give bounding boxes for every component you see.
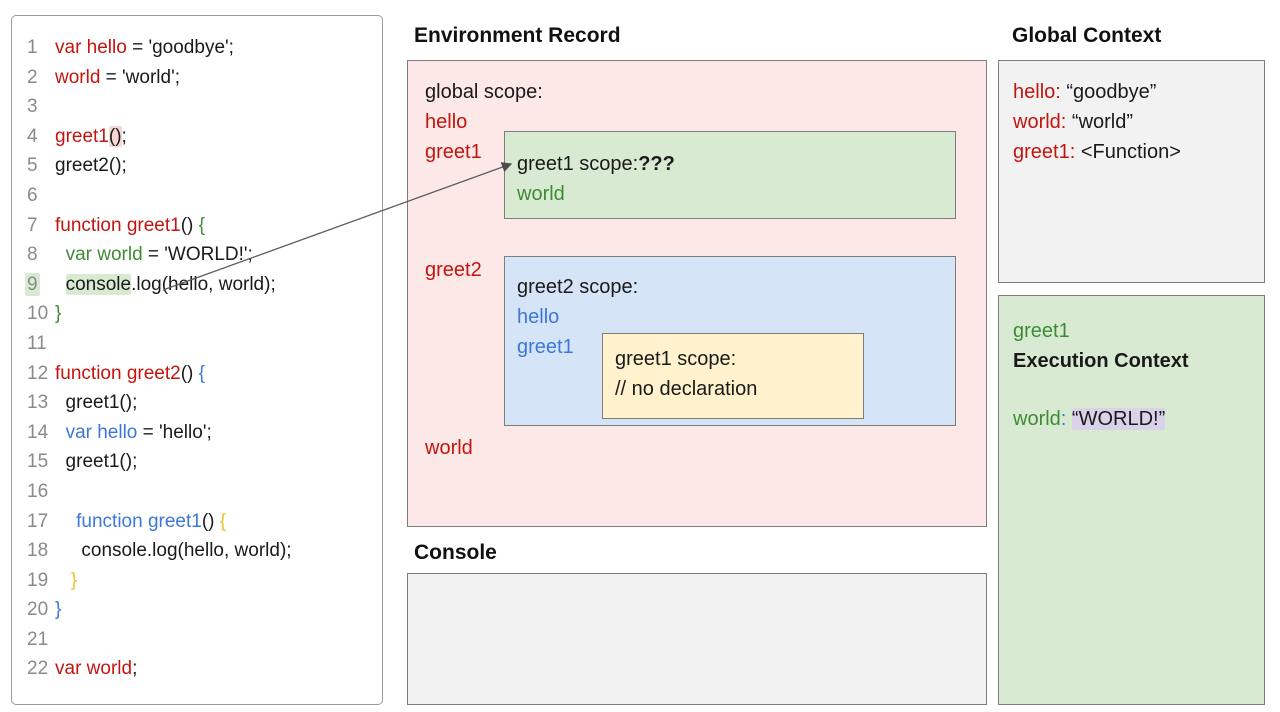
nested-greet1-scope-comment: // no declaration	[615, 378, 758, 400]
environment-record-box: global scope: hello greet1 greet2 world …	[407, 60, 987, 527]
line-number: 22	[27, 658, 49, 680]
execution-context-box: greet1 Execution Context world: “WORLD!”	[998, 295, 1265, 705]
code-line-22: 22 var world;	[25, 654, 382, 684]
line-number: 14	[27, 421, 49, 443]
code-text: }	[70, 569, 78, 591]
env-var-world: world	[425, 437, 473, 459]
code-line-8: 8 var world = 'WORLD!';	[25, 240, 382, 270]
code-line-20: 20}	[25, 595, 382, 625]
line-number: 16	[27, 480, 49, 502]
code-line-7: 7 function greet1() {	[25, 211, 382, 241]
line-number: 9	[25, 272, 40, 296]
code-line-11: 11	[25, 329, 382, 359]
code-text: function greet2() {	[55, 362, 205, 384]
line-number: 10	[27, 303, 49, 325]
line-number: 21	[27, 628, 49, 650]
code-line-10: 10}	[25, 299, 382, 329]
code-line-9: 9 console.log(hello, world);	[25, 270, 382, 300]
code-text: console.log(hello, world);	[65, 273, 276, 295]
nested-greet1-scope-title: greet1 scope:	[615, 348, 737, 370]
code-line-13: 13 greet1();	[25, 388, 382, 418]
code-editor-panel: 1 var hello = 'goodbye'; 2 world = 'world';…	[11, 15, 383, 705]
line-number: 18	[27, 540, 49, 562]
line-number: 12	[27, 362, 49, 384]
nested-greet1-scope-box: greet1 scope: // no declaration	[602, 333, 864, 419]
code-lines: 1 var hello = 'goodbye'; 2 world = 'world';…	[12, 16, 382, 684]
code-line-3: 3	[25, 92, 382, 122]
code-text: }	[55, 303, 62, 325]
greet2-scope-box: greet2 scope: hello greet1 greet1 scope:…	[504, 256, 956, 426]
code-line-12: 12 function greet2() {	[25, 359, 382, 389]
greet2-scope-var-greet1: greet1	[517, 336, 574, 358]
line-number: 19	[27, 569, 49, 591]
line-number: 20	[27, 599, 49, 621]
execution-context-title: Execution Context	[1013, 350, 1189, 372]
global-context-greet1: greet1: <Function>	[1013, 141, 1181, 163]
line-number: 4	[27, 125, 38, 147]
line-number: 8	[27, 244, 38, 266]
global-context-box: hello: “goodbye” world: “world” greet1: …	[998, 60, 1265, 283]
code-text: greet2();	[55, 155, 127, 177]
code-line-17: 17 function greet1() {	[25, 507, 382, 537]
code-text: var hello = 'goodbye';	[55, 37, 234, 58]
execution-context-world: world: “WORLD!”	[1013, 408, 1166, 430]
global-context-hello: hello: “goodbye”	[1013, 81, 1157, 103]
global-context-heading: Global Context	[1012, 24, 1162, 47]
code-line-21: 21	[25, 625, 382, 655]
code-line-18: 18 console.log(hello, world);	[25, 536, 382, 566]
line-number: 17	[27, 510, 49, 532]
code-text: var hello = 'hello';	[65, 421, 212, 443]
code-line-2: 2 world = 'world';	[25, 63, 382, 93]
code-text: greet1();	[55, 125, 127, 147]
code-text: world = 'world';	[55, 66, 180, 88]
line-number: 6	[27, 184, 38, 206]
env-var-greet2: greet2	[425, 259, 482, 281]
line-number: 3	[27, 96, 38, 118]
code-text: greet1();	[55, 451, 138, 473]
line-number: 13	[27, 392, 49, 414]
code-line-6: 6	[25, 181, 382, 211]
greet1-scope-box: greet1 scope:??? world	[504, 131, 956, 219]
env-var-greet1: greet1	[425, 141, 482, 163]
code-text: var world = 'WORLD!';	[65, 244, 253, 266]
code-text: greet1();	[55, 392, 138, 414]
code-line-5: 5 greet2();	[25, 151, 382, 181]
line-number: 5	[27, 155, 38, 177]
console-heading: Console	[414, 541, 497, 564]
greet1-scope-title: greet1 scope:???	[517, 153, 675, 175]
code-text: function greet1() {	[55, 214, 205, 236]
global-scope-label: global scope:	[425, 81, 543, 103]
line-number: 1	[27, 37, 38, 58]
global-context-world: world: “world”	[1013, 111, 1134, 133]
console-output-box	[407, 573, 987, 705]
env-var-hello: hello	[425, 111, 468, 133]
line-number: 15	[27, 451, 49, 473]
code-text: console.log(hello, world);	[55, 540, 292, 562]
line-number: 11	[27, 332, 47, 354]
code-text: function greet1() {	[76, 510, 227, 532]
code-line-15: 15 greet1();	[25, 447, 382, 477]
execution-context-scope-name: greet1	[1013, 320, 1070, 342]
code-line-16: 16	[25, 477, 382, 507]
greet2-scope-title: greet2 scope:	[517, 276, 639, 298]
environment-record-heading: Environment Record	[414, 24, 621, 47]
code-line-14: 14 var hello = 'hello';	[25, 418, 382, 448]
code-line-19: 19 }	[25, 566, 382, 596]
greet1-scope-var-world: world	[517, 183, 565, 205]
line-number: 7	[27, 214, 38, 236]
code-line-1: 1 var hello = 'goodbye';	[25, 33, 382, 63]
greet2-scope-var-hello: hello	[517, 306, 560, 328]
code-text: }	[55, 599, 62, 621]
code-text: var world;	[55, 658, 138, 680]
code-line-4: 4 greet1();	[25, 122, 382, 152]
line-number: 2	[27, 66, 38, 88]
